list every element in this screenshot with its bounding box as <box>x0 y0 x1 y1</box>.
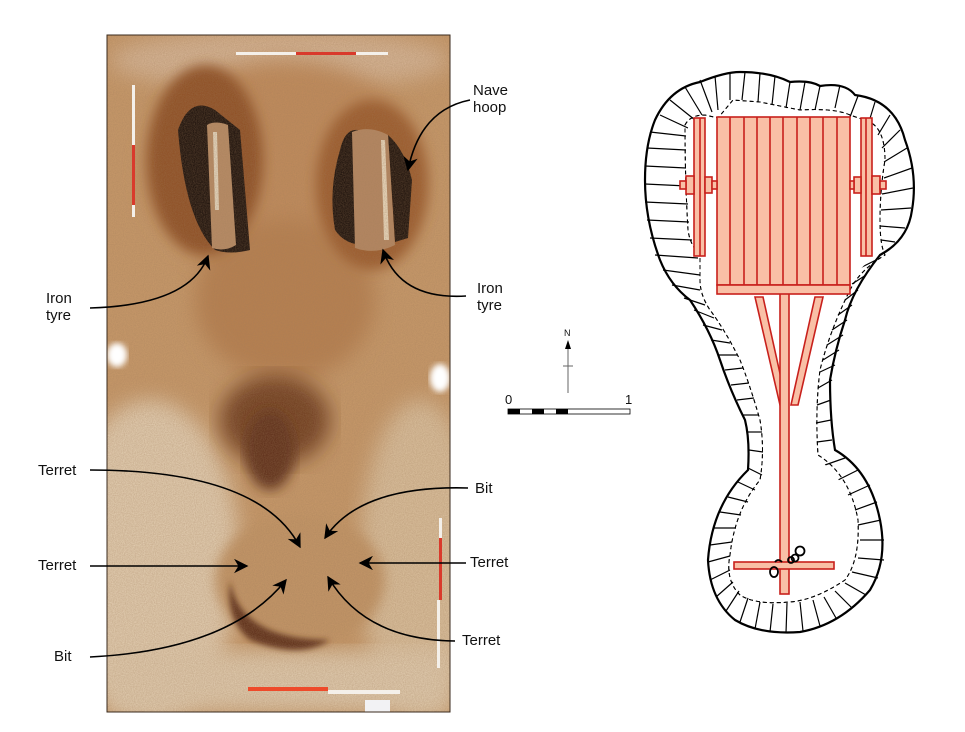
scale-bar <box>507 408 631 415</box>
arrow-bit-right <box>324 487 469 540</box>
ranging-rod-right <box>437 518 442 668</box>
left-hub-inner <box>704 176 713 194</box>
label-iron-tyre-left: Iron tyre <box>46 290 72 324</box>
label-nave-hoop: Nave hoop <box>473 82 509 116</box>
arrow-nave-hoop <box>403 99 471 172</box>
label-iron-tyre-right: Iron tyre <box>477 280 503 314</box>
chariot-drawing <box>679 116 887 595</box>
annotation-arrows <box>89 99 471 658</box>
arrow-terret-left-top <box>89 469 301 549</box>
north-label: N <box>564 328 571 338</box>
body-planks <box>729 117 838 285</box>
ranging-rod-top <box>236 52 388 55</box>
scale-end-label: 1 <box>625 392 633 407</box>
right-hub-outer <box>871 175 881 195</box>
photo-frame <box>106 34 451 713</box>
terrets-and-bit <box>769 545 806 578</box>
draught-brace-right <box>790 296 825 406</box>
ranging-rod-bottom <box>248 687 400 712</box>
label-bit-right: Bit <box>475 480 493 497</box>
arrow-iron-tyre-right <box>380 248 467 298</box>
right-hub-inner <box>853 176 862 194</box>
left-hub-outer <box>685 175 695 195</box>
arrow-bit-left <box>89 578 287 658</box>
scale-start-label: 0 <box>505 392 513 407</box>
north-arrow-icon <box>563 340 573 393</box>
arrow-terret-right-bottom <box>327 575 456 642</box>
chariot-yoke <box>733 561 835 570</box>
label-terret-left-mid: Terret <box>38 557 77 574</box>
arrow-iron-tyre-left <box>89 254 211 309</box>
photo-content <box>107 35 450 712</box>
label-terret-right-mid: Terret <box>470 554 509 571</box>
hachure-ticks <box>644 71 914 634</box>
chariot-rear-beam <box>716 284 851 295</box>
ranging-rod-left <box>132 85 135 217</box>
label-terret-left-top: Terret <box>38 462 77 479</box>
label-bit-left: Bit <box>54 648 72 665</box>
chariot-pole <box>779 291 790 595</box>
label-terret-right-bottom: Terret <box>462 632 501 649</box>
